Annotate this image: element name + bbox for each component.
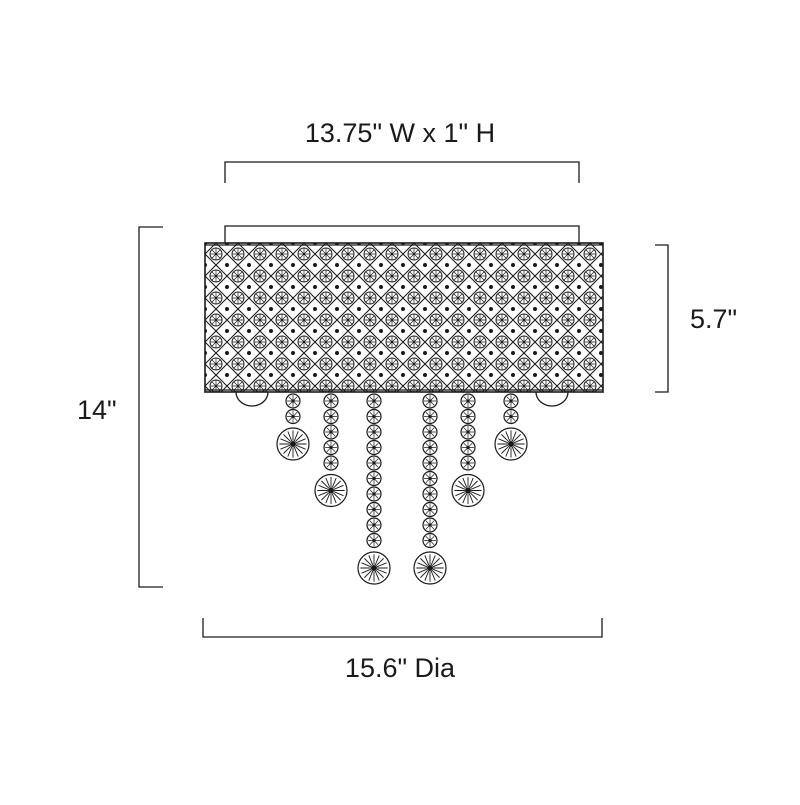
overall-height-bracket xyxy=(138,226,163,588)
right-bottom-crystal xyxy=(535,391,569,407)
large-crystal-drop xyxy=(494,427,528,461)
diameter-label: 15.6" Dia xyxy=(344,653,456,683)
canopy-dimension-bracket xyxy=(224,161,580,183)
crystal-bead xyxy=(422,486,438,502)
left-bottom-crystal xyxy=(235,391,269,407)
crystal-bead xyxy=(366,439,382,456)
crystal-bead xyxy=(285,393,301,409)
crystal-bead xyxy=(422,393,438,409)
crystal-bead xyxy=(285,408,301,425)
crystal-bead xyxy=(503,393,519,409)
crystal-bead xyxy=(366,455,382,471)
large-crystal-drop xyxy=(314,473,348,508)
pendant-center-right xyxy=(413,393,447,585)
overall-height-label: 14" xyxy=(77,395,117,425)
crystal-bead xyxy=(422,408,438,425)
crystal-bead xyxy=(460,439,476,456)
large-crystal-drop xyxy=(451,473,485,508)
crystal-bead xyxy=(366,486,382,502)
crystal-bead xyxy=(323,455,339,471)
pendant-far-right xyxy=(494,393,528,461)
crystal-shade xyxy=(204,242,604,393)
shade-height-label: 5.7" xyxy=(690,304,738,334)
large-crystal-drop xyxy=(276,427,310,461)
pendant-far-left xyxy=(276,393,310,461)
crystal-bead xyxy=(323,439,339,456)
crystal-bead xyxy=(366,408,382,425)
crystal-bead xyxy=(323,424,339,440)
pendant-left xyxy=(314,393,348,508)
crystal-bead xyxy=(323,408,339,425)
crystal-bead xyxy=(460,408,476,425)
crystal-bead xyxy=(422,455,438,471)
crystal-bead xyxy=(422,424,438,440)
crystal-bead xyxy=(460,455,476,471)
pendant-right xyxy=(451,393,485,508)
crystal-bead xyxy=(366,393,382,409)
canopy-dimension-label: 13.75" W x 1" H xyxy=(304,118,496,148)
shade-height-bracket xyxy=(655,244,669,393)
crystal-bead xyxy=(366,470,382,487)
crystal-bead xyxy=(422,517,438,533)
crystal-bead xyxy=(422,501,438,518)
canopy-plate xyxy=(224,225,580,243)
crystal-bead xyxy=(422,470,438,487)
crystal-bead xyxy=(422,532,438,549)
crystal-bead xyxy=(503,408,519,425)
diameter-bracket xyxy=(202,618,603,638)
crystal-bead xyxy=(422,439,438,456)
pendant-center-left xyxy=(357,393,391,585)
crystal-bead xyxy=(366,532,382,549)
large-crystal-drop xyxy=(413,551,447,585)
crystal-bead xyxy=(460,393,476,409)
large-crystal-drop xyxy=(357,551,391,585)
crystal-pendants xyxy=(276,393,528,585)
crystal-bead xyxy=(460,424,476,440)
crystal-bead xyxy=(366,424,382,440)
crystal-bead xyxy=(366,517,382,533)
crystal-bead xyxy=(323,393,339,409)
crystal-bead xyxy=(366,501,382,518)
